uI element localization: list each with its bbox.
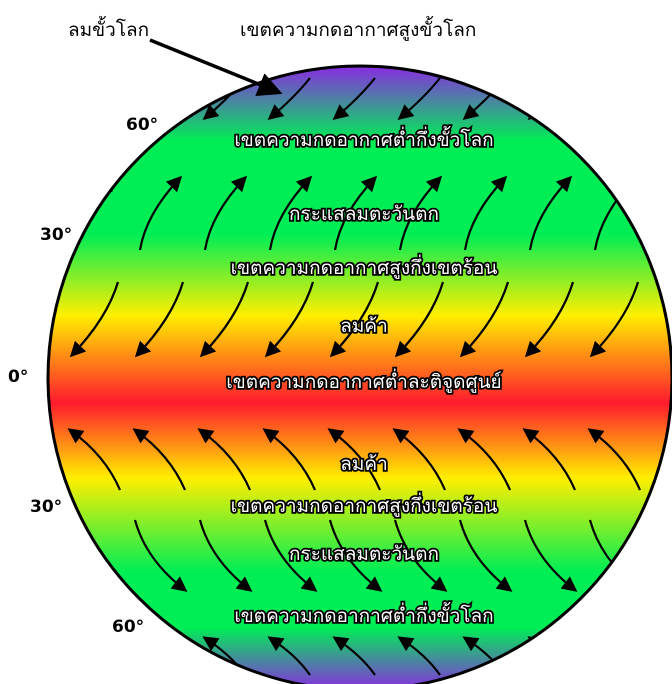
- westerly-north-arrow: [203, 175, 248, 251]
- westerly-south-arrow: [263, 519, 318, 592]
- westerly-north-arrow: [528, 175, 573, 251]
- polar-easterly-north-arrow: [592, 77, 636, 120]
- polar-easterlies-label: ลมขั้วโลก: [68, 16, 149, 41]
- equatorial-low-label: เขตความกดอากาศต่ำละติจูดศูนย์: [226, 368, 501, 393]
- trade-wind-south-arrow: [197, 428, 252, 491]
- polar-easterly-north-arrow: [397, 77, 441, 120]
- polar-easterly-north-arrow: [332, 77, 376, 120]
- westerly-north-arrow: [463, 175, 508, 251]
- subtropical-high-south-label: เขตความกดอากาศสูงกึ่งเขตร้อน: [231, 492, 498, 517]
- lat-label-0: 0°: [8, 367, 28, 387]
- trade-wind-south-arrow: [132, 428, 187, 491]
- westerly-north-arrow: [138, 175, 183, 251]
- westerly-south-arrow: [458, 519, 513, 592]
- westerly-north-arrow: [398, 175, 443, 251]
- westerly-north-arrow: [268, 175, 313, 251]
- westerly-south-arrow: [523, 519, 578, 592]
- trade-winds-south-label: ลมค้า: [340, 453, 388, 475]
- lat-label-60s: 60°: [112, 617, 144, 637]
- trade-wind-north-arrow: [524, 281, 575, 358]
- trade-wind-south-arrow: [522, 428, 577, 491]
- polar-easterly-south-arrow: [397, 636, 441, 676]
- polar-easterly-south-arrow: [137, 636, 181, 676]
- lat-label-60n: 60°: [126, 115, 158, 135]
- polar-high-label: เขตความกดอากาศสูงขั้วโลก: [240, 16, 476, 41]
- trade-wind-south-arrow: [67, 428, 122, 491]
- subtropical-high-north-label: เขตความกดอากาศสูงกึ่งเขตร้อน: [231, 254, 498, 279]
- trade-winds-north-label: ลมค้า: [340, 315, 388, 337]
- trade-wind-north-arrow: [69, 281, 120, 358]
- trade-wind-south-arrow: [327, 428, 382, 491]
- polar-easterly-north-arrow: [527, 77, 571, 120]
- westerly-south-arrow: [133, 519, 188, 592]
- trade-wind-north-arrow: [134, 281, 185, 358]
- trade-wind-south-arrow: [457, 428, 512, 491]
- subpolar-low-south-label: เขตความกดอากาศต่ำกึ่งขั้วโลก: [234, 602, 493, 627]
- westerly-north-arrow: [333, 175, 378, 251]
- polar-easterly-south-arrow: [332, 636, 376, 676]
- pointer-arrow: [149, 38, 283, 96]
- trade-wind-north-arrow: [394, 281, 445, 358]
- polar-easterly-north-arrow: [72, 77, 116, 120]
- westerly-south-arrow: [198, 519, 253, 592]
- polar-easterly-south-arrow: [527, 636, 571, 676]
- trade-wind-north-arrow: [199, 281, 250, 358]
- polar-easterly-south-arrow: [592, 636, 636, 676]
- lat-label-30s: 30°: [30, 497, 62, 517]
- westerly-south-arrow: [393, 519, 448, 592]
- subpolar-low-north-label: เขตความกดอากาศต่ำกึ่งขั้วโลก: [234, 126, 493, 151]
- trade-wind-south-arrow: [262, 428, 317, 491]
- trade-wind-south-arrow: [587, 428, 642, 491]
- polar-easterly-north-arrow: [267, 77, 311, 120]
- trade-wind-north-arrow: [329, 281, 380, 358]
- trade-wind-north-arrow: [589, 281, 640, 358]
- westerlies-north-label: กระแสลมตะวันตก: [289, 203, 439, 225]
- trade-wind-south-arrow: [392, 428, 447, 491]
- trade-wind-north-arrow: [264, 281, 315, 358]
- polar-easterly-south-arrow: [72, 636, 116, 676]
- trade-wind-north-arrow: [459, 281, 510, 358]
- westerlies-south-label: กระแสลมตะวันตก: [289, 543, 439, 565]
- westerly-south-arrow: [328, 519, 383, 592]
- polar-easterly-south-arrow: [267, 636, 311, 676]
- lat-label-30n: 30°: [40, 225, 72, 245]
- polar-easterly-north-arrow: [137, 77, 181, 120]
